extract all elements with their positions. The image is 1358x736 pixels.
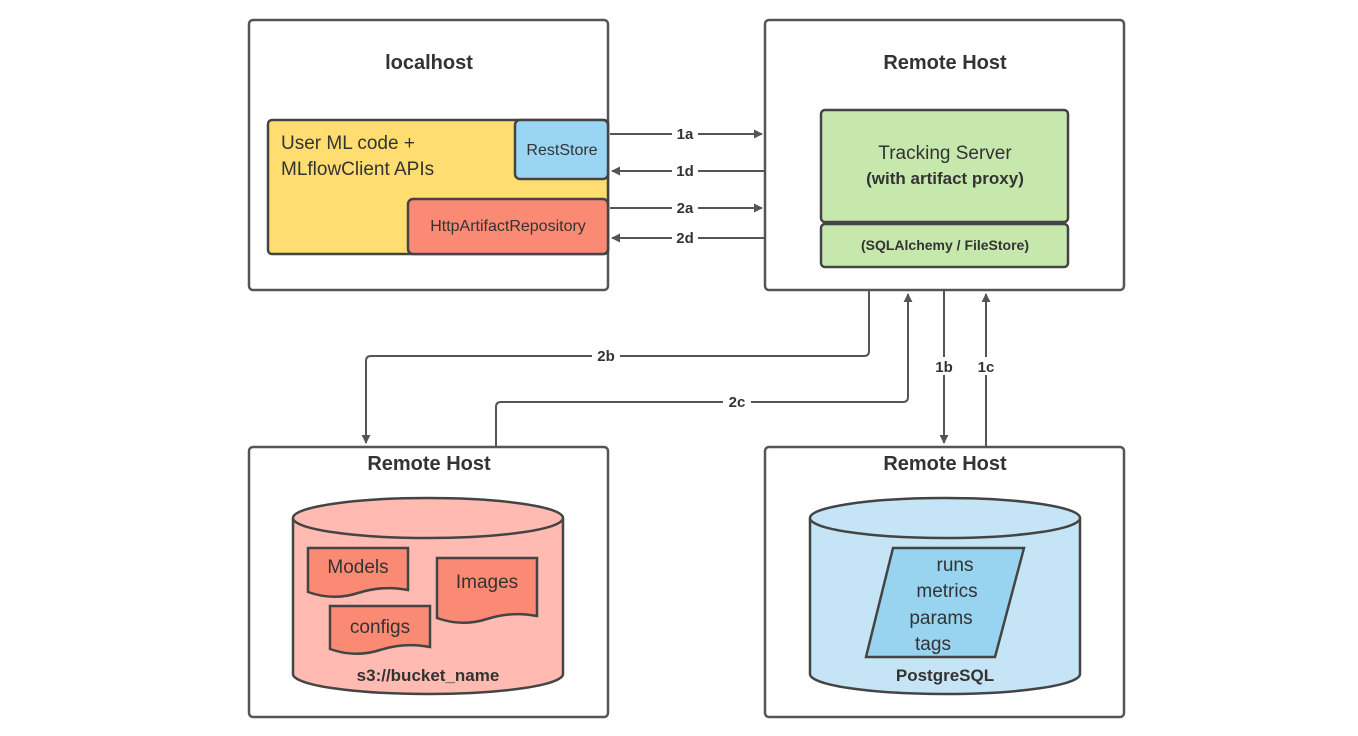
reststore-block [513, 118, 610, 181]
reststore-label: RestStore [526, 142, 597, 159]
db-item-runs: runs [937, 555, 974, 576]
images-document: Images [435, 556, 539, 624]
edge-label-2d: 2d [676, 230, 694, 247]
configs-document: configs [328, 604, 432, 655]
edge-2c [495, 293, 913, 447]
user-code-label-line1: User ML code + [281, 133, 415, 154]
images-label: Images [456, 572, 518, 593]
edge-label-1d: 1d [676, 163, 694, 180]
tracking-server-sublabel: (with artifact proxy) [866, 169, 1024, 188]
edge-label-2d-group: 2d [672, 228, 698, 247]
edge-2b [361, 291, 870, 444]
edge-label-1b-group: 1b [931, 357, 958, 376]
user-code-label-line2: MLflowClient APIs [281, 159, 434, 180]
db-item-tags: tags [915, 634, 951, 655]
tracking-data-parallelogram [864, 546, 1026, 659]
edge-label-2b: 2b [597, 348, 615, 365]
backend-store-block [819, 222, 1070, 269]
tracking-host-title: Remote Host [883, 52, 1007, 74]
edge-label-2a: 2a [677, 200, 694, 217]
edge-label-2c-group: 2c [723, 392, 751, 411]
s3-bucket-label: s3://bucket_name [357, 666, 500, 685]
edge-label-2c: 2c [729, 394, 746, 411]
edge-label-1c: 1c [978, 359, 995, 376]
configs-label: configs [350, 617, 410, 638]
edge-label-1a: 1a [677, 126, 694, 143]
edge-label-2b-group: 2b [592, 346, 620, 365]
tracking-server-block [819, 108, 1070, 224]
tracking-server-label: Tracking Server [878, 143, 1012, 164]
edge-label-2a-group: 2a [672, 198, 698, 217]
http-artifact-repository-block [406, 197, 610, 256]
db-item-metrics: metrics [916, 581, 977, 602]
edge-label-1c-group: 1c [973, 357, 1000, 376]
db-item-params: params [909, 608, 972, 629]
models-document: Models [306, 546, 410, 598]
edge-label-1d-group: 1d [672, 161, 698, 180]
localhost-title: localhost [385, 52, 473, 74]
edge-label-1a-group: 1a [672, 124, 698, 143]
backend-store-label: (SQLAlchemy / FileStore) [861, 237, 1029, 253]
db-host-title: Remote Host [883, 453, 1007, 475]
models-label: Models [327, 557, 388, 578]
artifact-host-title: Remote Host [367, 453, 491, 475]
postgresql-label: PostgreSQL [896, 666, 994, 685]
edge-label-1b: 1b [935, 359, 953, 376]
http-artifact-repository-label: HttpArtifactRepository [430, 218, 586, 235]
